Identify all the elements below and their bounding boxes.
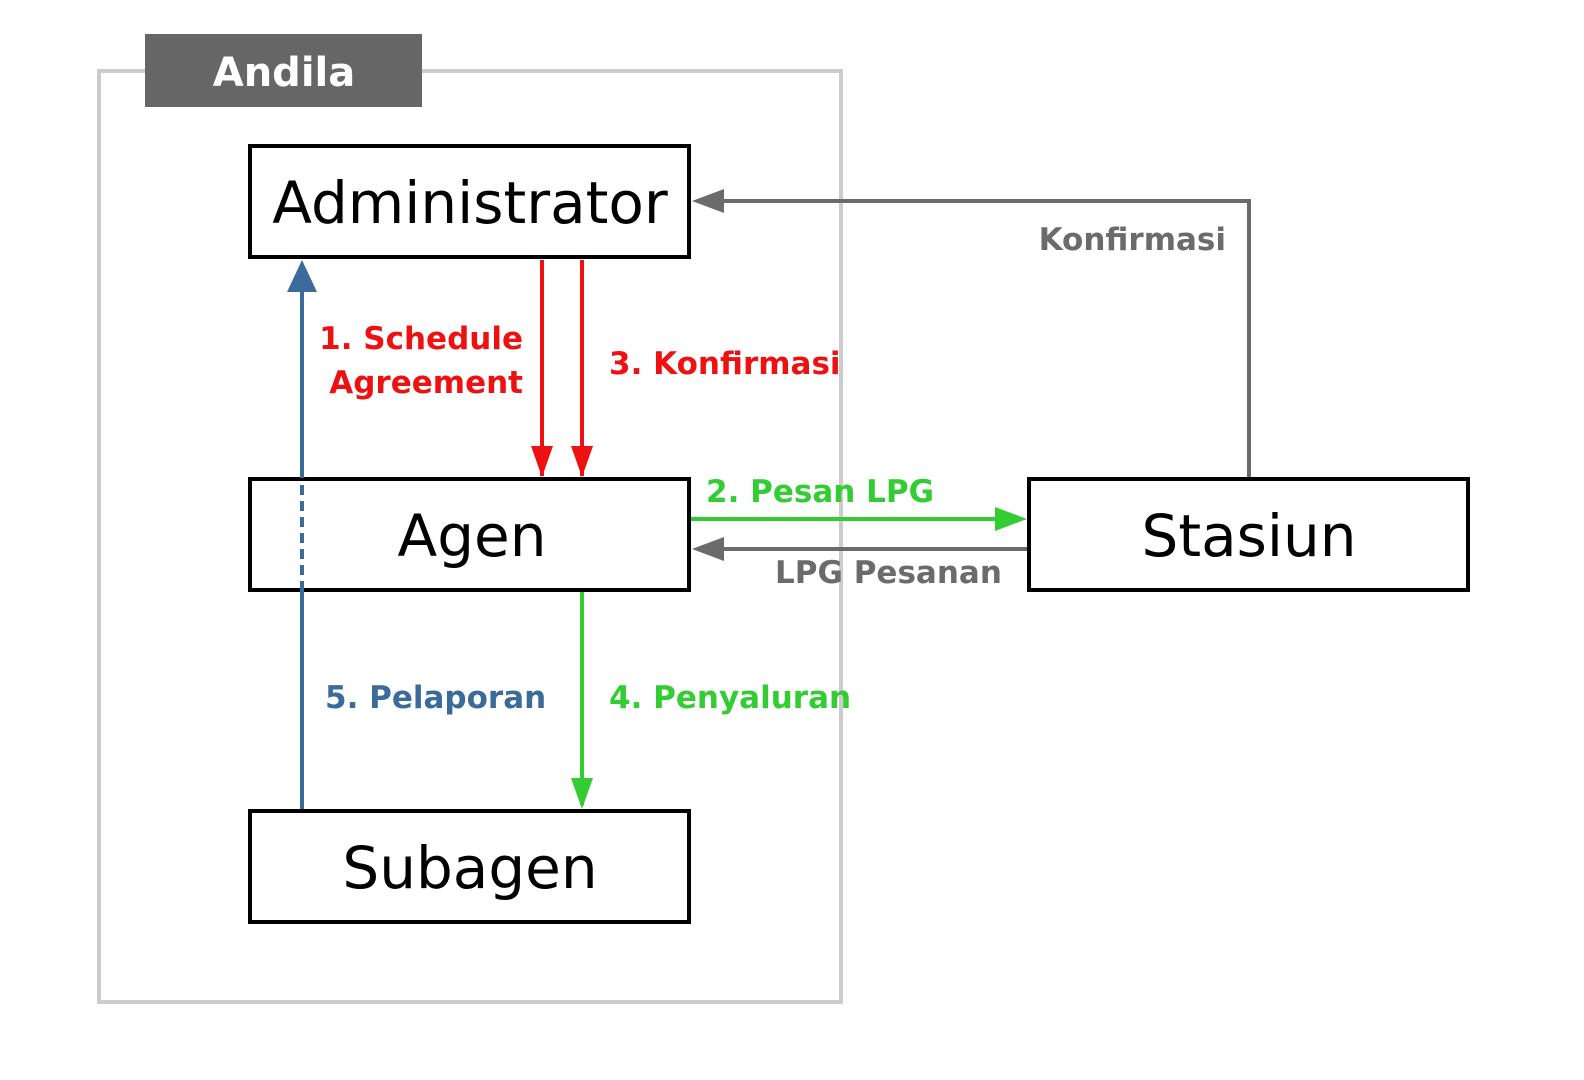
andila-group-header xyxy=(145,34,422,107)
konfirmasi-stasiun-label: Konfirmasi xyxy=(1039,222,1226,258)
penyaluran-arrowhead xyxy=(571,778,593,809)
pesan-lpg-label: 2. Pesan LPG xyxy=(706,474,934,510)
pesan-lpg-arrowhead xyxy=(995,507,1027,531)
stasiun-label: Stasiun xyxy=(1142,502,1357,570)
pelaporan-label: 5. Pelaporan xyxy=(325,680,546,716)
konfirmasi-agen-label: 3. Konfirmasi xyxy=(609,346,841,382)
administrator-label: Administrator xyxy=(272,169,668,237)
subagen-node[interactable] xyxy=(248,809,691,924)
schedule-agreement-label-line2: Agreement xyxy=(329,365,523,401)
konfirmasi-stasiun-arrow xyxy=(718,199,1251,477)
konfirmasi-stasiun-arrowhead xyxy=(692,189,724,213)
administrator-node[interactable] xyxy=(248,144,691,259)
penyaluran-label: 4. Penyaluran xyxy=(609,680,851,716)
pelaporan-arrowhead xyxy=(287,260,317,292)
agen-node[interactable] xyxy=(248,477,691,592)
lpg-pesanan-label: LPG Pesanan xyxy=(775,555,1002,591)
schedule-agreement-arrowhead xyxy=(531,446,553,477)
agen-label: Agen xyxy=(398,502,547,570)
andila-group-title: Andila xyxy=(213,50,355,96)
konfirmasi-agen-arrowhead xyxy=(571,446,593,477)
andila-group-border xyxy=(97,69,843,1004)
stasiun-node[interactable] xyxy=(1027,477,1470,592)
schedule-agreement-label-line1: 1. Schedule xyxy=(319,321,523,357)
subagen-label: Subagen xyxy=(342,834,597,902)
lpg-pesanan-arrowhead xyxy=(692,537,724,561)
